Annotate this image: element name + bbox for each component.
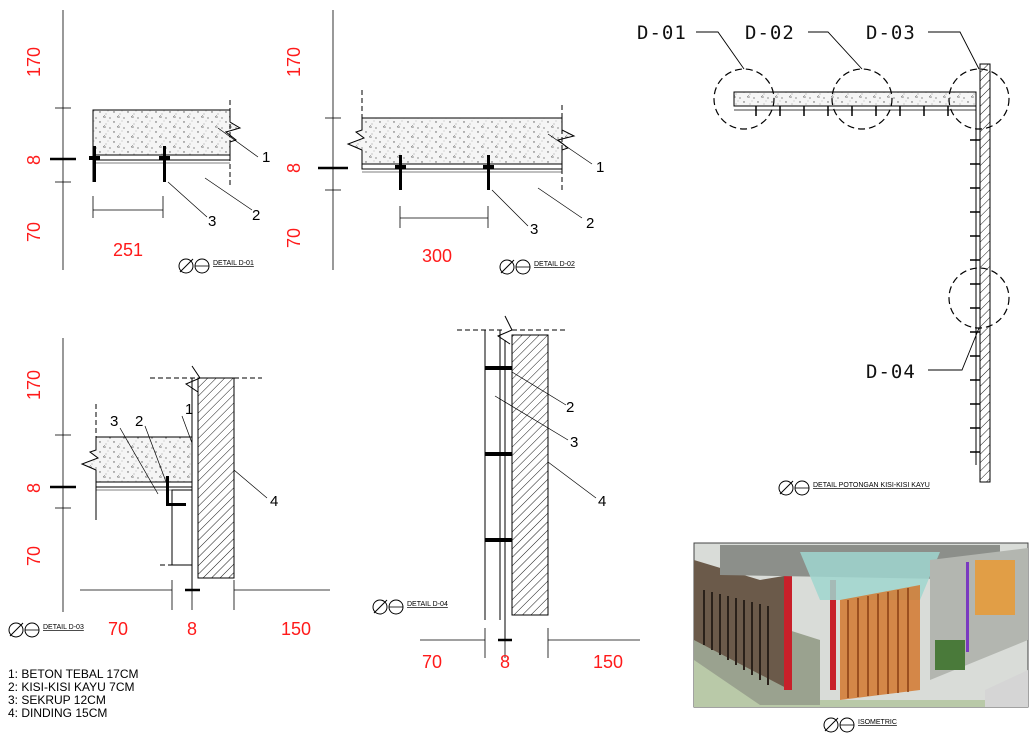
caption-d03: DETAIL D-03 [43, 624, 84, 631]
callout-d04-2: 2 [566, 399, 574, 416]
tag-d01: D-01 [637, 22, 687, 44]
callout-d03-2: 2 [135, 413, 143, 430]
dim-d03-mid: 8 [24, 483, 44, 493]
dim-d02-top: 170 [284, 47, 304, 77]
section-symbol-icon [178, 258, 210, 274]
tag-d04: D-04 [866, 361, 916, 383]
screw-row [485, 366, 512, 542]
tag-d02: D-02 [745, 22, 795, 44]
isometric-render: ISOMETRIC [693, 542, 1029, 733]
section-symbol-icon [8, 622, 40, 638]
callout-d04-3: 3 [570, 434, 578, 451]
legend-item: 4: DINDING 15CM [8, 706, 108, 720]
callout-d01-1: 1 [262, 149, 270, 166]
dim-d01-width: 251 [113, 240, 143, 260]
dim-d01-mid: 8 [24, 155, 44, 165]
dim-d02-mid: 8 [284, 163, 304, 173]
callout-d03-4: 4 [270, 493, 278, 510]
section-symbol-icon [372, 599, 404, 615]
caption-d01: DETAIL D-01 [213, 260, 254, 267]
callout-d01-2: 2 [252, 207, 260, 224]
dim-d04-w1: 70 [422, 652, 442, 672]
callout-d02-3: 3 [530, 221, 538, 238]
section-kisi-kisi: D-01 D-02 D-03 D-04 DETAIL POTONGAN KISI… [637, 22, 1010, 496]
detail-d02: 170 8 70 300 1 2 3 DETAIL D-02 [284, 10, 604, 275]
dim-d04-w3: 150 [593, 652, 623, 672]
detail-d03: 170 8 70 70 8 150 1 2 3 4 DETAIL D-03 [8, 338, 330, 639]
material-legend: 1: BETON TEBAL 17CM 2: KISI-KISI KAYU 7C… [8, 668, 139, 720]
callout-d04-4: 4 [598, 493, 606, 510]
detail-d01: 170 8 70 251 1 2 3 DETAIL D-01 [24, 10, 270, 274]
dim-d03-w2: 8 [187, 619, 197, 639]
callout-d03-3: 3 [110, 413, 118, 430]
section-symbol-icon [499, 259, 531, 275]
dim-d03-top: 170 [24, 370, 44, 400]
callout-d03-1: 1 [185, 401, 193, 418]
dim-d04-w2: 8 [500, 652, 510, 672]
dim-d03-bottom: 70 [24, 546, 44, 566]
section-symbol-icon [823, 717, 855, 733]
legend-item: 3: SEKRUP 12CM [8, 693, 106, 707]
dim-d03-w3: 150 [281, 619, 311, 639]
dim-d02-width: 300 [422, 246, 452, 266]
legend-item: 1: BETON TEBAL 17CM [8, 667, 139, 681]
callout-d02-1: 1 [596, 159, 604, 176]
tag-d03: D-03 [866, 22, 916, 44]
caption-d02: DETAIL D-02 [534, 261, 575, 268]
caption-section: DETAIL POTONGAN KISI-KISI KAYU [813, 482, 930, 489]
scale-d01 [213, 267, 214, 271]
caption-isometric: ISOMETRIC [858, 719, 897, 726]
dim-d02-bottom: 70 [284, 228, 304, 248]
dim-d01-top: 170 [24, 47, 44, 77]
legend-item: 2: KISI-KISI KAYU 7CM [8, 680, 135, 694]
callout-d01-3: 3 [208, 213, 216, 230]
dim-d03-w1: 70 [108, 619, 128, 639]
dim-d01-bottom: 70 [24, 222, 44, 242]
callout-d02-2: 2 [586, 215, 594, 232]
detail-d04: 2 3 4 70 8 150 DETAIL D-04 [372, 315, 640, 672]
section-symbol-icon [778, 480, 810, 496]
caption-d04: DETAIL D-04 [407, 601, 448, 608]
